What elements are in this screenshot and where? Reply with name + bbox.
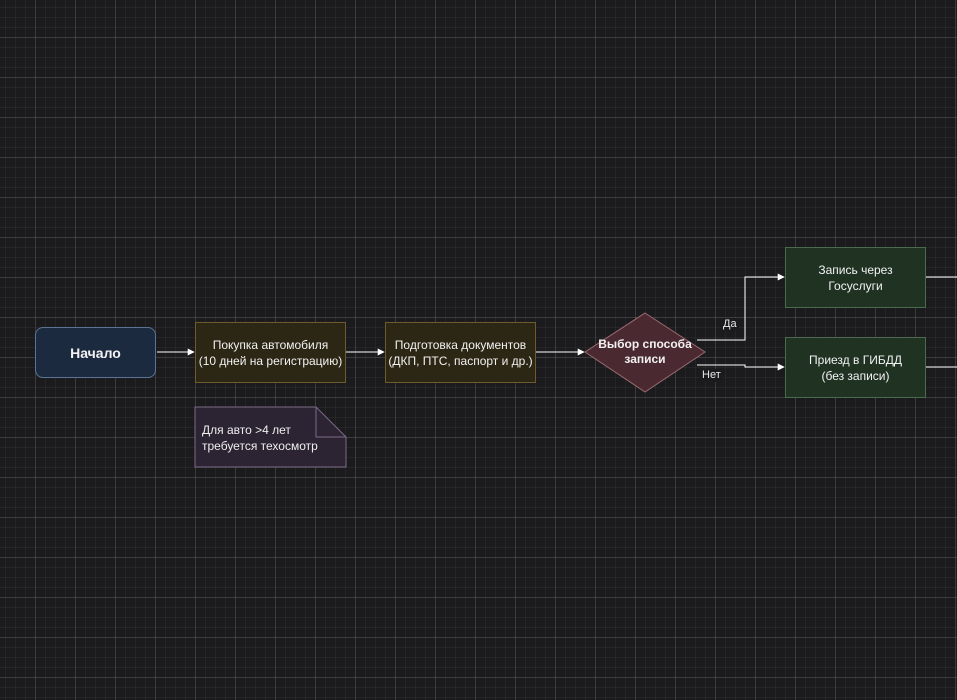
process-gibdd-visit[interactable]: Приезд в ГИБДД (без записи) [785,337,926,398]
decision-diamond[interactable] [584,312,706,393]
process-buy-car[interactable]: Покупка автомобиля (10 дней на регистрац… [195,322,346,383]
start-node[interactable]: Начало [35,327,156,378]
decision-label: Выбор способа записи [598,337,692,366]
note-shape[interactable] [194,406,347,468]
edge-label-no: Нет [700,369,723,382]
note-label: Для авто >4 лет требуется техосмотр [202,423,318,453]
note-fold [315,407,346,438]
edge-choice-gosuslugi[interactable] [697,273,785,341]
process-prepare-documents[interactable]: Подготовка документов (ДКП, ПТС, паспорт… [385,322,536,383]
edge-choice-gibdd[interactable] [697,363,785,371]
process-gosuslugi[interactable]: Запись через Госуслуги [785,247,926,308]
edge-label-yes: Да [721,318,739,331]
